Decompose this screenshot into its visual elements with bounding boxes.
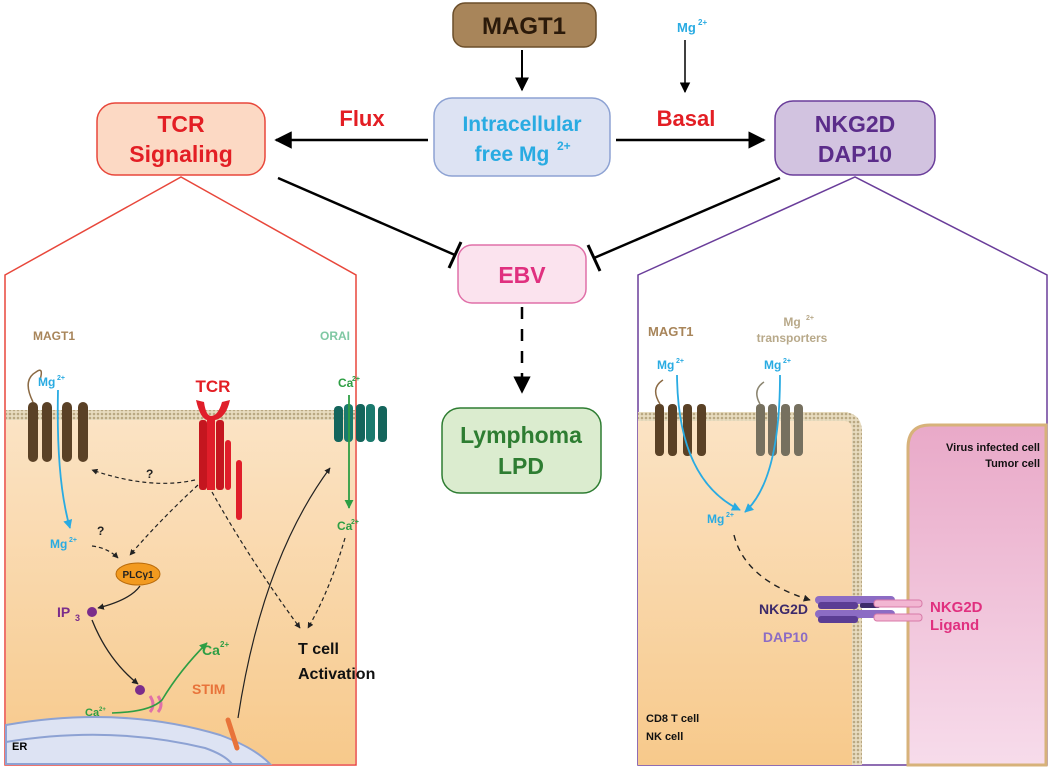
intracellular-line1: Intracellular bbox=[462, 113, 581, 136]
magt1-node: MAGT1 bbox=[452, 2, 597, 48]
ebv-label: EBV bbox=[498, 262, 546, 288]
mg-to-nkg2d-dashed bbox=[733, 534, 811, 602]
left-mg-in-label: Mg bbox=[38, 375, 55, 389]
ip3-receptor-dot-icon bbox=[135, 685, 145, 695]
mg-top-sup: 2+ bbox=[698, 18, 707, 27]
left-mg-cyto-label: Mg bbox=[50, 537, 67, 551]
tcr-cell-cytoplasm bbox=[6, 420, 355, 764]
question-mark-2: ? bbox=[97, 524, 104, 538]
stim-protein-icon bbox=[225, 717, 240, 751]
tcr-to-plc-dashed bbox=[129, 484, 199, 556]
ca-to-activation-dashed bbox=[307, 537, 346, 629]
lymphoma-line1: Lymphoma bbox=[460, 422, 582, 448]
cd8-cell-body bbox=[638, 420, 858, 765]
flux-label: Flux bbox=[339, 106, 385, 131]
er-ca-release-arrow bbox=[111, 642, 208, 714]
mg-top-text: Mg bbox=[677, 20, 696, 35]
tcr-inhibits-ebv bbox=[277, 176, 463, 269]
right-magt1-mg-label: Mg bbox=[657, 358, 674, 372]
intracellular-line2: free Mg bbox=[475, 143, 550, 166]
er-ca-sup: 2+ bbox=[99, 707, 106, 713]
stim-to-orai-arrow bbox=[237, 467, 331, 719]
nk-cell-label: NK cell bbox=[646, 731, 683, 743]
ligand-line2: Ligand bbox=[930, 617, 979, 634]
plcg1-label: PLCγ1 bbox=[122, 570, 154, 581]
tcr-to-magt1-dashed bbox=[91, 468, 196, 484]
right-magt1-label: MAGT1 bbox=[648, 324, 694, 339]
nkg2d-ligand-icon bbox=[873, 599, 923, 622]
right-mg-cyto-sup: 2+ bbox=[726, 512, 734, 519]
transporters-mg-sup: 2+ bbox=[806, 315, 814, 322]
ip3-label: IP bbox=[57, 604, 70, 620]
right-magt1-mg-sup: 2+ bbox=[676, 358, 684, 365]
cd8-t-cell-label: CD8 T cell bbox=[646, 713, 699, 725]
mg-external-label: Mg 2+ bbox=[677, 18, 707, 35]
cd8-cell-membrane-top bbox=[638, 412, 848, 421]
left-magt1-transporter-icon bbox=[27, 369, 88, 462]
t-cell-activation-line2: Activation bbox=[298, 666, 375, 683]
orai-ca-in-sup: 2+ bbox=[351, 519, 359, 526]
ligand-line1: NKG2D bbox=[930, 599, 983, 616]
nkg2d-panel: Virus infected cell Tumor cell MAGT1 Mg … bbox=[637, 176, 1048, 767]
dap10-label: DAP10 bbox=[763, 629, 808, 645]
transporters-mg-in-label: Mg bbox=[764, 358, 781, 372]
orai-label: ORAI bbox=[320, 329, 350, 343]
left-mg-cyto-sup: 2+ bbox=[69, 537, 77, 544]
nkg2d-label: NKG2D bbox=[759, 601, 808, 617]
lymphoma-line2: LPD bbox=[498, 453, 544, 479]
left-mg-in-sup: 2+ bbox=[57, 375, 65, 382]
tumor-cell-body bbox=[906, 423, 1048, 767]
orai-ca-out-sup: 2+ bbox=[352, 376, 360, 383]
mg-transporters-icon bbox=[756, 381, 803, 456]
virus-infected-label: Virus infected cell bbox=[946, 442, 1040, 454]
orai-channel-icon bbox=[334, 404, 387, 442]
magt1-label: MAGT1 bbox=[482, 13, 566, 40]
tcr-panel: ER MAGT1 Mg 2+ Mg 2+ TCR ORAI bbox=[4, 176, 387, 766]
ip3-dot-icon bbox=[87, 607, 97, 617]
er-ca-label: Ca bbox=[85, 707, 100, 719]
nkg2d-line1: NKG2D bbox=[815, 111, 896, 137]
tumor-cell-label: Tumor cell bbox=[985, 458, 1040, 470]
nkg2d-line2: DAP10 bbox=[818, 141, 892, 167]
plc-to-ip3-arrow bbox=[97, 585, 141, 610]
left-mg-influx-arrow bbox=[56, 389, 73, 529]
orai-ca-out-label: Ca bbox=[338, 376, 354, 390]
plcg1-enzyme-icon bbox=[115, 562, 161, 586]
tcr-to-activation-dashed bbox=[211, 491, 301, 629]
nkg2d-inhibits-ebv bbox=[586, 176, 781, 272]
nkg2d-dap10-node: NKG2D DAP10 bbox=[774, 100, 936, 176]
ip3-sub: 3 bbox=[75, 613, 80, 623]
tcr-receptor-icon bbox=[196, 400, 242, 520]
right-mg-cyto-label: Mg bbox=[707, 512, 724, 526]
er-compartment bbox=[5, 716, 273, 765]
cd8-cell-membrane-side bbox=[845, 412, 862, 765]
tcr-line1: TCR bbox=[157, 111, 205, 137]
mg-to-plc-dashed bbox=[91, 545, 119, 559]
t-cell-activation-line1: T cell bbox=[298, 641, 339, 658]
transporters-mg-label: Mg bbox=[783, 315, 800, 329]
released-ca-label: Ca bbox=[202, 642, 220, 658]
orai-ca-in-label: Ca bbox=[337, 519, 353, 533]
transporters-mg-in-sup: 2+ bbox=[783, 358, 791, 365]
right-magt1-transporter-icon bbox=[654, 379, 706, 456]
transporters-label: transporters bbox=[757, 331, 828, 345]
basal-label: Basal bbox=[657, 106, 716, 131]
intracellular-mg-node: Intracellular free Mg 2+ bbox=[433, 97, 611, 177]
lymphoma-node: Lymphoma LPD bbox=[441, 407, 602, 494]
tcr-cell-membrane bbox=[6, 410, 355, 420]
left-magt1-label: MAGT1 bbox=[33, 329, 75, 343]
ip3-receptor-icon bbox=[148, 695, 155, 713]
ebv-node: EBV bbox=[457, 244, 587, 304]
intracellular-sup: 2+ bbox=[557, 139, 571, 153]
right-magt1-influx-arrow bbox=[676, 374, 741, 511]
released-ca-sup: 2+ bbox=[220, 640, 229, 649]
question-mark-1: ? bbox=[146, 467, 153, 481]
left-tcr-label: TCR bbox=[196, 377, 231, 396]
ip3-to-er-arrow bbox=[91, 619, 139, 685]
er-label: ER bbox=[12, 741, 27, 753]
tcr-signaling-node: TCR Signaling bbox=[96, 102, 266, 176]
stim-label: STIM bbox=[192, 681, 225, 697]
tcr-line2: Signaling bbox=[129, 141, 233, 167]
transporters-influx-arrow bbox=[744, 374, 781, 513]
